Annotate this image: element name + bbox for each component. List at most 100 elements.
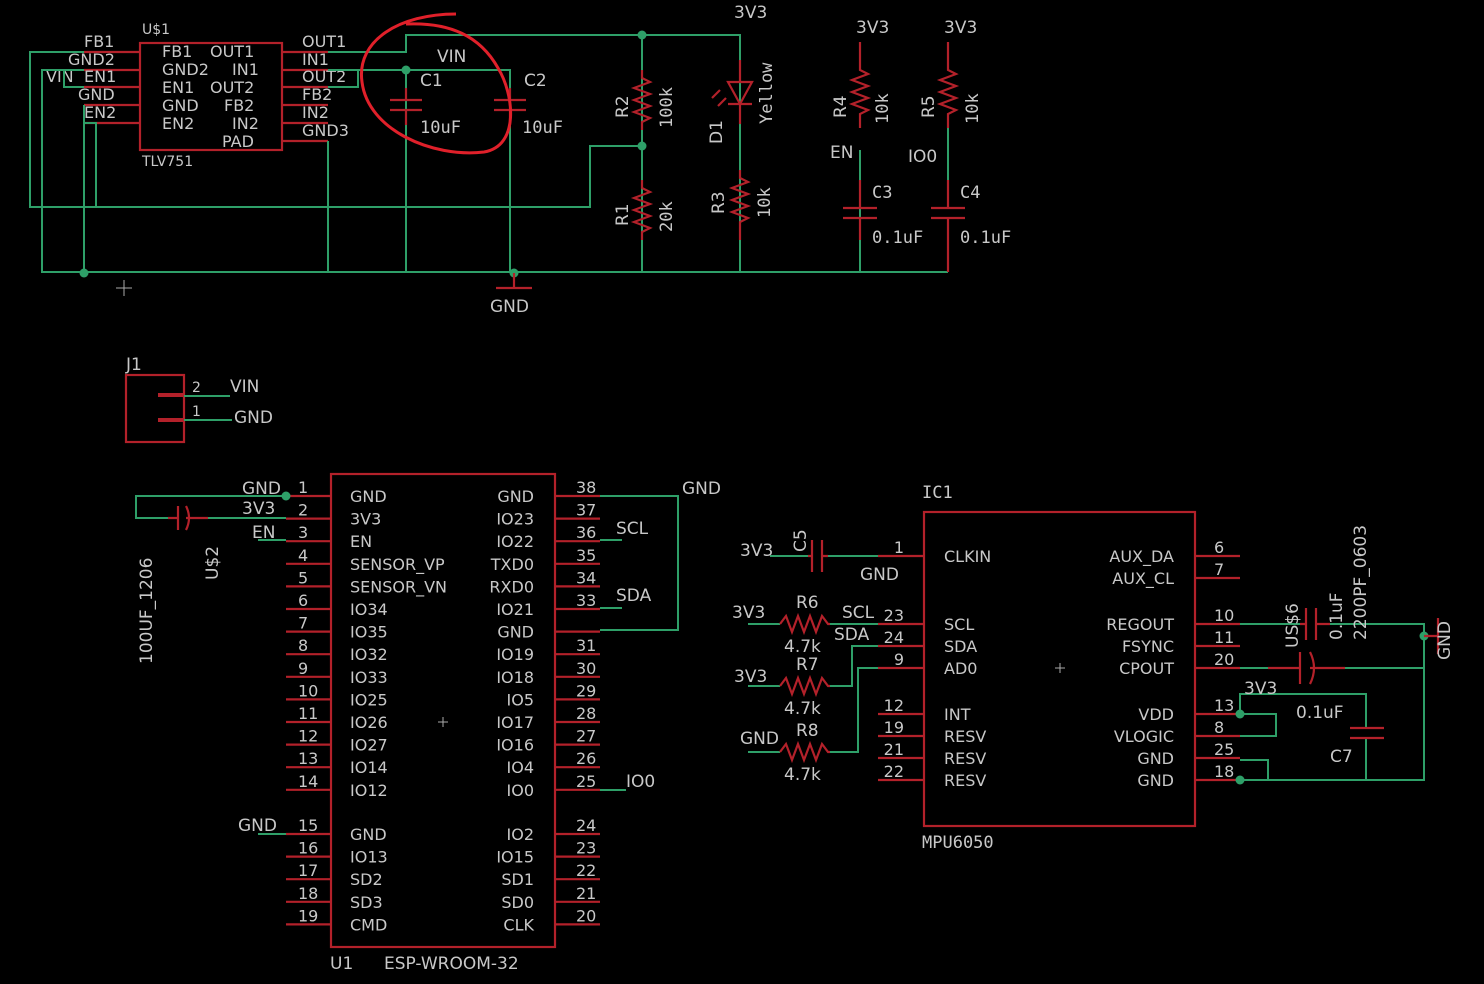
- en-net-label: EN: [830, 143, 853, 163]
- reg-pin-out2: OUT2: [210, 78, 254, 97]
- esp-left-pin-num: 6: [298, 591, 308, 610]
- esp-left-pin-name: IO25: [350, 690, 388, 709]
- esp-left-pin-num: 19: [298, 906, 318, 925]
- esp-net-3v3: 3V3: [242, 499, 275, 519]
- esp-right-pin-name: IO15: [496, 848, 534, 867]
- esp-left-pin-name: IO32: [350, 645, 388, 664]
- mpu-right-pin-num: 20: [1214, 650, 1234, 669]
- c7-value: 0.1uF: [1296, 703, 1344, 723]
- c4-ref: C4: [960, 183, 980, 203]
- esp-right-pin-name: IO19: [496, 645, 534, 664]
- reg-pin-in1: IN1: [232, 60, 259, 79]
- c6-value: 0.1uF: [1327, 592, 1347, 640]
- mpu-right-pin-num: 25: [1214, 740, 1234, 759]
- mpu-right-pin-num: 10: [1214, 606, 1234, 625]
- reg-pin-en2: EN2: [162, 114, 194, 133]
- mpu-right-pin-num: 7: [1214, 560, 1224, 579]
- reg-net-out1: OUT1: [302, 32, 346, 51]
- esp-left-pin-num: 2: [298, 501, 308, 520]
- esp-left-pin-num: 15: [298, 816, 318, 835]
- esp-left-pin-name: IO34: [350, 600, 388, 619]
- c6-ref: US$6: [1283, 603, 1303, 648]
- esp-cap-ref: U$2: [203, 546, 223, 580]
- esp-left-pin-num: 4: [298, 546, 308, 565]
- esp32-ref: U1: [330, 954, 353, 974]
- esp-right-pin-num: 24: [576, 816, 596, 835]
- esp-right-pin-num: 34: [576, 568, 596, 587]
- regulator-section: U$1 TLV751 FB1 GND2 EN1 GND EN2 OUT1 IN1…: [29, 3, 1011, 317]
- reg-net-gnd2: GND2: [68, 50, 115, 69]
- c-cpout-value: 2200PF_0603: [1351, 525, 1371, 640]
- esp-left-pin-name: CMD: [350, 915, 387, 934]
- esp-left-pin-num: 14: [298, 772, 318, 791]
- mpu-right-pin-name: AUX_DA: [1109, 547, 1174, 567]
- mpu-net-sda: SDA: [834, 625, 870, 645]
- esp-left-pin-num: 1: [298, 478, 308, 497]
- reg-net-in1: IN1: [302, 50, 329, 69]
- esp-right-pin-name: IO23: [496, 510, 534, 529]
- esp-right-pin-num: 36: [576, 523, 596, 542]
- esp-left-pin-num: 18: [298, 884, 318, 903]
- mpu-right-pin-name: GND: [1137, 771, 1174, 790]
- mpu-left-pin-name: AD0: [944, 659, 977, 678]
- esp-left-pin-num: 16: [298, 839, 318, 858]
- mpu-left-pin-num: 22: [884, 762, 904, 781]
- esp-right-pin-num: 25: [576, 772, 596, 791]
- reg-net-en1: EN1: [84, 67, 116, 86]
- connector-j1[interactable]: J1 2 1 VIN GND: [124, 355, 273, 444]
- mpu-left-pin-name: RESV: [944, 771, 986, 790]
- esp-left-pin-num: 10: [298, 681, 318, 700]
- esp-right-pin-num: 21: [576, 884, 596, 903]
- esp-cap-value: 100UF_1206: [137, 558, 157, 664]
- esp-net-scl: SCL: [616, 519, 649, 539]
- reg-wires: [29, 34, 948, 273]
- esp-right-pin-name: IO0: [507, 781, 535, 800]
- r8-value: 4.7k: [784, 765, 821, 785]
- c5-ref: C5: [791, 529, 811, 552]
- esp-left-pin-num: 12: [298, 727, 318, 746]
- reg-pin-en1: EN1: [162, 78, 194, 97]
- r3-ref: R3: [709, 191, 729, 214]
- esp-right-pin-name: SD0: [501, 893, 534, 912]
- esp-right-pin-name: IO16: [496, 736, 534, 755]
- mpu-left-pin-num: 21: [884, 740, 904, 759]
- j1-net-gnd: GND: [234, 408, 273, 428]
- reg-pin-out1: OUT1: [210, 42, 254, 61]
- mpu-net-3v3-r7: 3V3: [734, 667, 767, 687]
- esp-net-en: EN: [252, 523, 275, 543]
- reg-pin-gnd: GND: [162, 96, 199, 115]
- mpu-net-gnd-right: GND: [1435, 621, 1455, 660]
- r1-ref: R1: [613, 203, 633, 226]
- mpu-right-pin-num: 6: [1214, 538, 1224, 557]
- reg-pin-gnd2: GND2: [162, 60, 209, 79]
- j1-pin1: 1: [192, 404, 201, 420]
- mpu-right-pin-name: FSYNC: [1122, 637, 1174, 656]
- mpu-right-pin-name: GND: [1137, 749, 1174, 768]
- esp-right-pin-name: GND: [497, 487, 534, 506]
- esp-left-pin-num: 8: [298, 636, 308, 655]
- mpu-right-pin-name: REGOUT: [1106, 615, 1174, 634]
- esp-right-pin-name: IO21: [496, 600, 534, 619]
- esp-right-pin-name: IO22: [496, 532, 534, 551]
- esp-right-pin-num: 26: [576, 749, 596, 768]
- esp-right-pin-name: IO2: [507, 825, 535, 844]
- esp-net-gnd1: GND: [242, 479, 281, 499]
- mpu-left-pin-num: 23: [884, 606, 904, 625]
- esp-right-pin-num: 22: [576, 861, 596, 880]
- esp32-body[interactable]: [329, 472, 557, 949]
- esp-left-pin-name: GND: [350, 825, 387, 844]
- esp-right-pin-name: TXD0: [490, 555, 534, 574]
- mpu-left-pin-name: SDA: [944, 637, 977, 656]
- esp-left-pin-num: 3: [298, 523, 308, 542]
- esp-left-pin-name: SENSOR_VP: [350, 555, 445, 575]
- esp-left-pin-name: EN: [350, 532, 372, 551]
- r5-value: 10k: [963, 93, 983, 124]
- mpu-part: MPU6050: [922, 833, 994, 853]
- r1-value: 20k: [657, 201, 677, 232]
- reg-net-gnd3: GND3: [302, 121, 349, 140]
- regulator-body[interactable]: [138, 41, 284, 152]
